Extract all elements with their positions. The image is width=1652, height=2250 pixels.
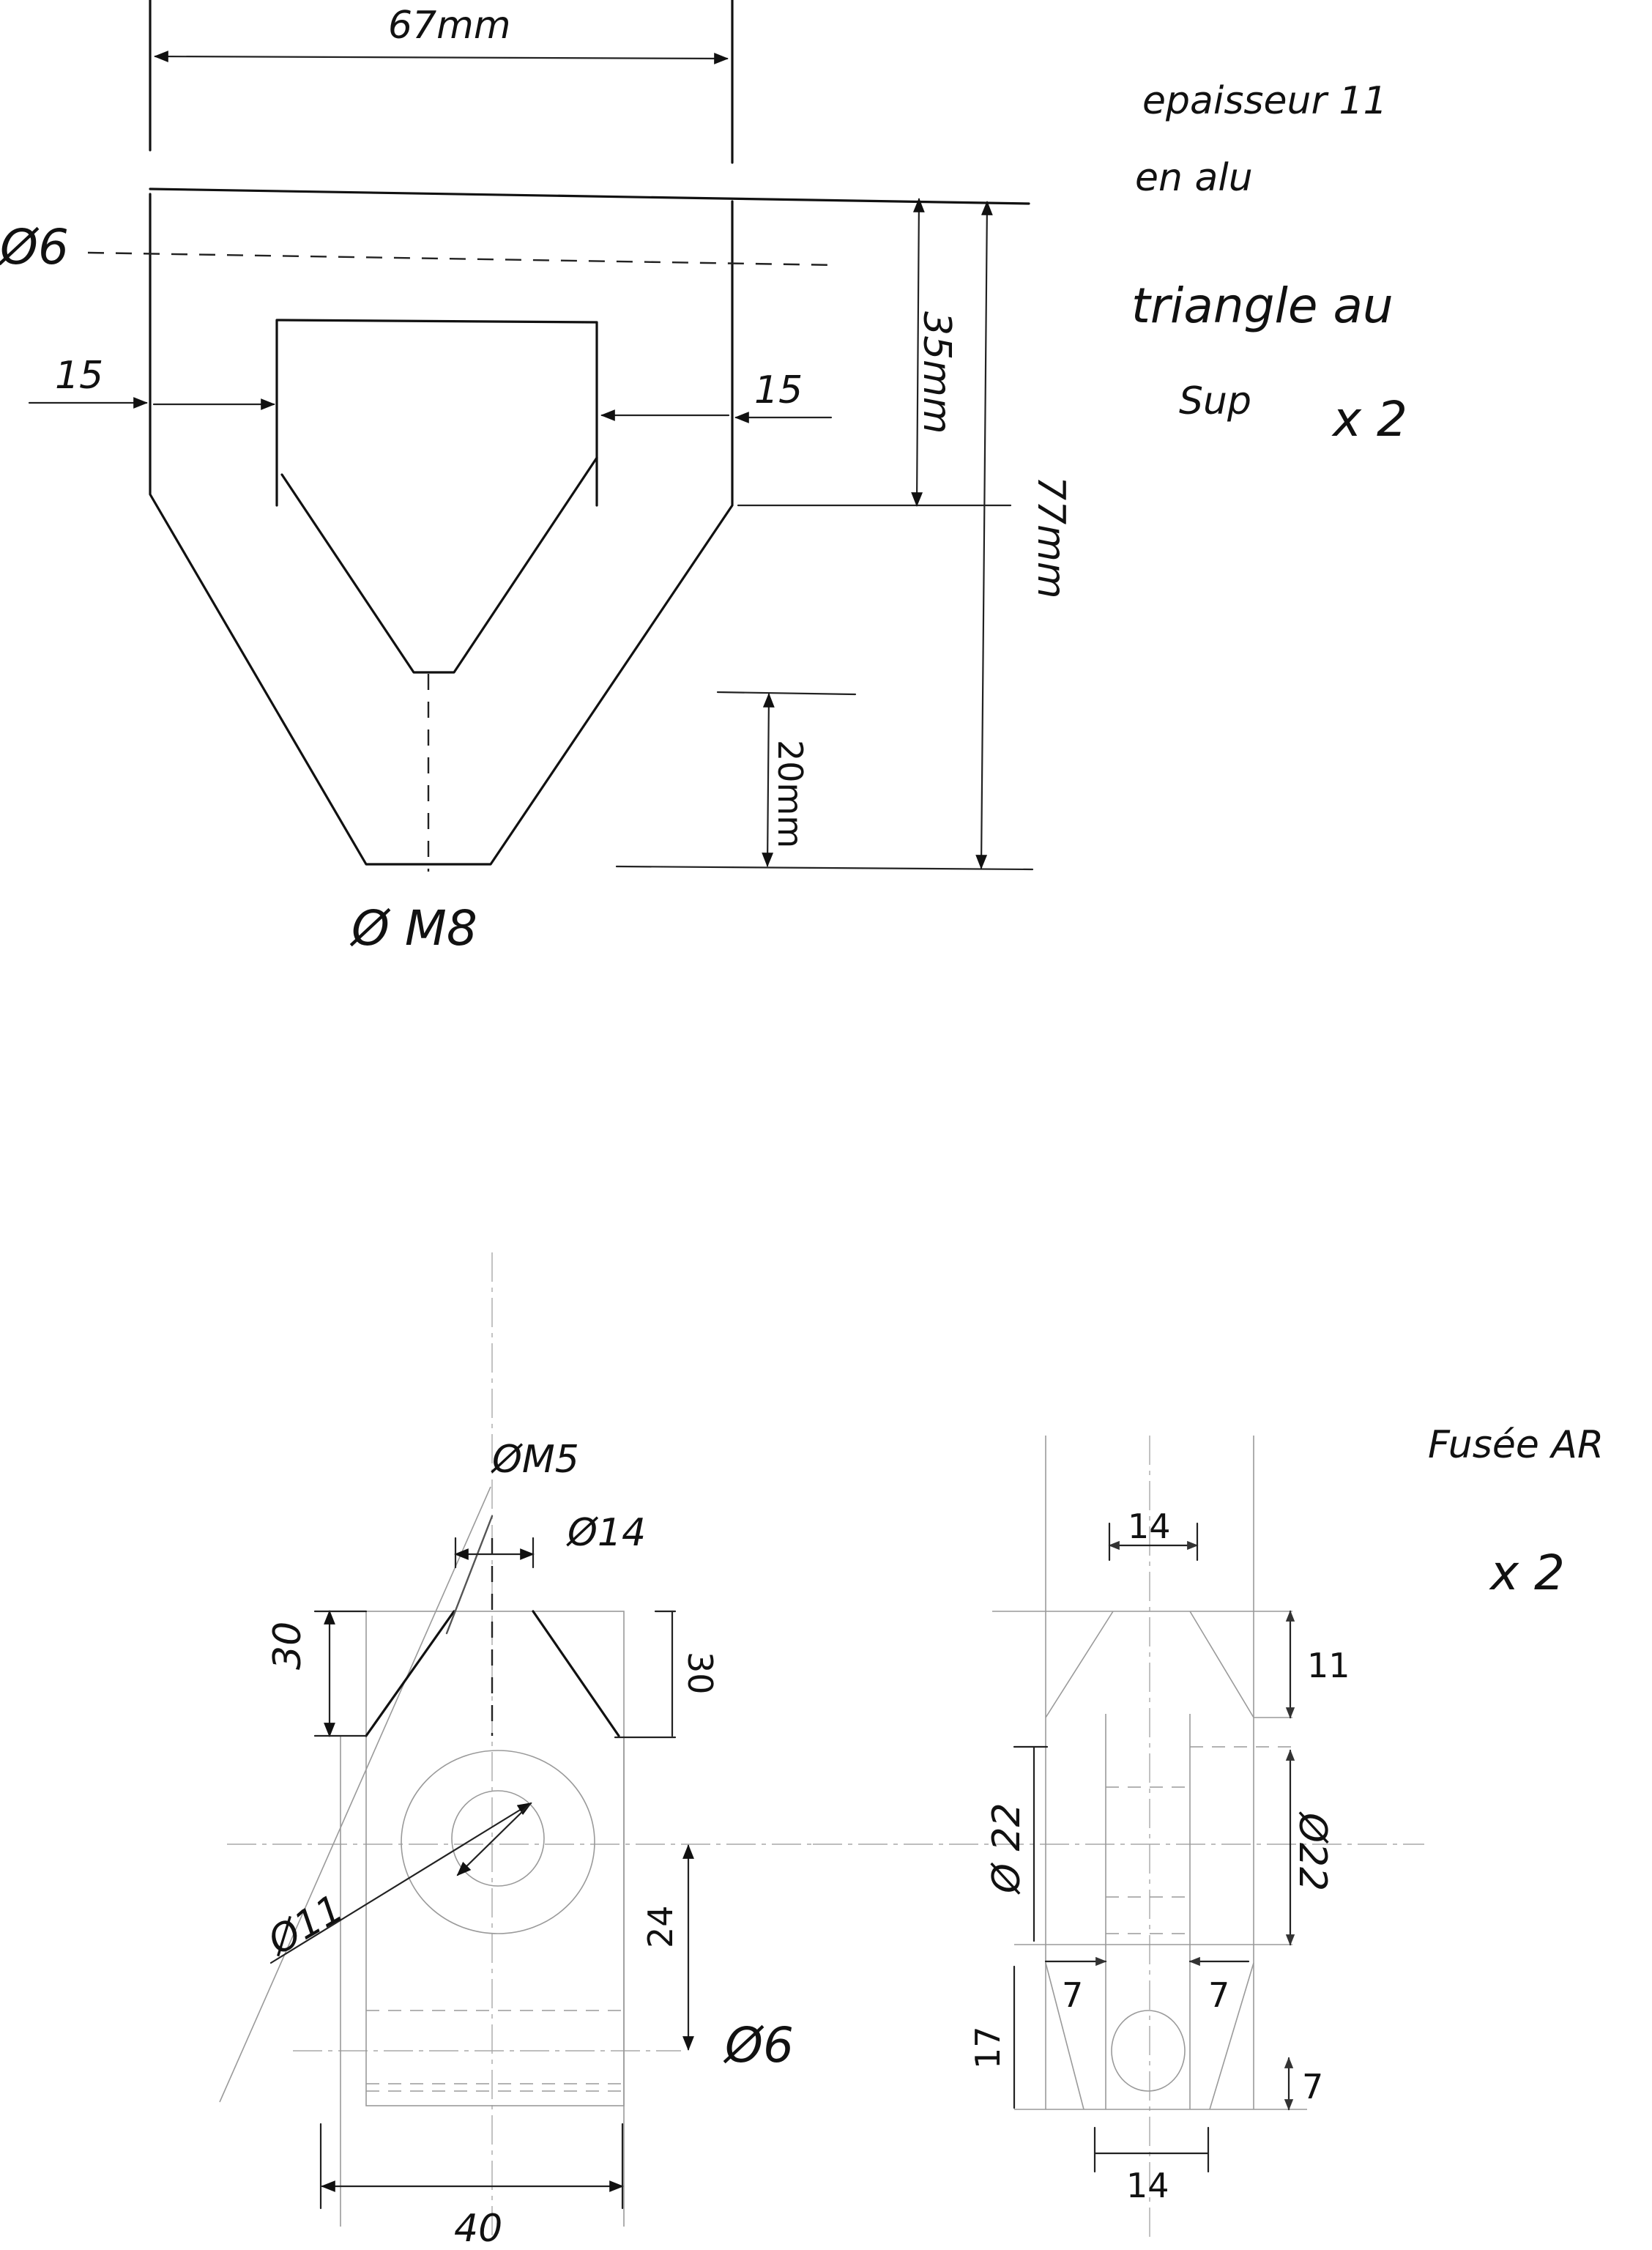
dim-line-67 xyxy=(154,51,729,64)
label-front-14: Ø14 xyxy=(566,1511,646,1555)
label-side-11: 11 xyxy=(1307,1646,1350,1685)
top-part-inner-v xyxy=(280,456,598,674)
label-side-17: 17 xyxy=(968,2026,1008,2069)
front-view-chamfer-right xyxy=(532,1610,620,1737)
note-quantity: x 2 xyxy=(1331,391,1407,448)
label-side-7-small: 7 xyxy=(1302,2067,1323,2106)
front-view-outer-boss xyxy=(401,1750,595,1934)
note-thickness: epaisseur 11 xyxy=(1142,79,1388,123)
note-part-name-1: triangle au xyxy=(1131,278,1394,334)
dim-line-front-bore xyxy=(269,1802,532,1964)
side-view-top-chamfer-left xyxy=(1045,1611,1114,1718)
top-part-outline xyxy=(149,193,734,866)
label-hole-top: Ø6 xyxy=(0,219,69,275)
label-side-7-left: 7 xyxy=(1062,1975,1083,2015)
top-part-inner-pocket xyxy=(275,319,598,507)
front-view-bore xyxy=(451,1790,545,1887)
label-wall-right: 15 xyxy=(754,368,803,412)
dim-line-77 xyxy=(975,201,993,869)
label-front-30-right: 30 xyxy=(680,1652,720,1695)
fusee-notes: Fusée AR x 2 xyxy=(1428,1423,1604,1601)
ext-line-20-top xyxy=(716,691,857,696)
label-side-22-left: Ø 22 xyxy=(985,1802,1029,1895)
label-offset-20: 20mm xyxy=(770,740,810,848)
front-view-m5-leader xyxy=(445,1515,494,1635)
label-side-14-top: 14 xyxy=(1128,1507,1171,1546)
label-side-22-right: Ø22 xyxy=(1290,1811,1334,1891)
front-view-diag-guide xyxy=(219,1486,491,2103)
fusee-front-view: ØM5 Ø14 30 30 Ø11 24 Ø6 40 xyxy=(219,1252,813,2250)
fusee-side-view: 14 11 Ø 22 Ø22 7 7 17 7 14 xyxy=(813,1436,1424,2241)
label-front-m5: ØM5 xyxy=(491,1438,579,1482)
dim-line-front-bore-2 xyxy=(456,1802,532,1876)
dim-line-35 xyxy=(911,198,925,507)
note-fusee-title: Fusée AR xyxy=(1428,1423,1604,1467)
top-part-drawing: 67mm Ø6 15 15 35mm 77mm 20mm Ø M8 xyxy=(0,0,1073,957)
label-height-35: 35mm xyxy=(915,311,959,434)
note-material: en alu xyxy=(1135,156,1253,200)
label-side-7-right: 7 xyxy=(1208,1975,1229,2015)
label-front-24: 24 xyxy=(641,1905,680,1948)
label-front-bore: Ø11 xyxy=(260,1887,351,1965)
side-view-bottom-left xyxy=(1045,1962,1084,2110)
front-view-chamfer-left xyxy=(365,1610,455,1737)
ext-line-77-bottom xyxy=(615,865,1034,871)
hole-top-centerline xyxy=(87,251,839,267)
label-front-30-left: 30 xyxy=(266,1622,310,1670)
side-view-bottom-right xyxy=(1209,1962,1254,2110)
label-height-77: 77mm xyxy=(1029,476,1073,598)
side-view-hole xyxy=(1111,2010,1186,2092)
top-part-top-edge xyxy=(149,188,1030,205)
side-view-top-chamfer-right xyxy=(1189,1611,1292,1718)
label-wall-left: 15 xyxy=(55,354,103,398)
label-hole-m8: Ø M8 xyxy=(349,900,477,957)
part-notes: epaisseur 11 en alu triangle au Sup x 2 xyxy=(1131,79,1407,448)
label-front-40: 40 xyxy=(454,2207,502,2250)
label-width-67: 67mm xyxy=(388,4,510,48)
note-fusee-quantity: x 2 xyxy=(1489,1545,1565,1601)
label-side-14-bottom: 14 xyxy=(1126,2166,1169,2205)
note-part-name-2: Sup xyxy=(1179,379,1251,423)
label-front-hole-small: Ø6 xyxy=(723,2017,794,2073)
dim-line-20 xyxy=(762,693,775,867)
